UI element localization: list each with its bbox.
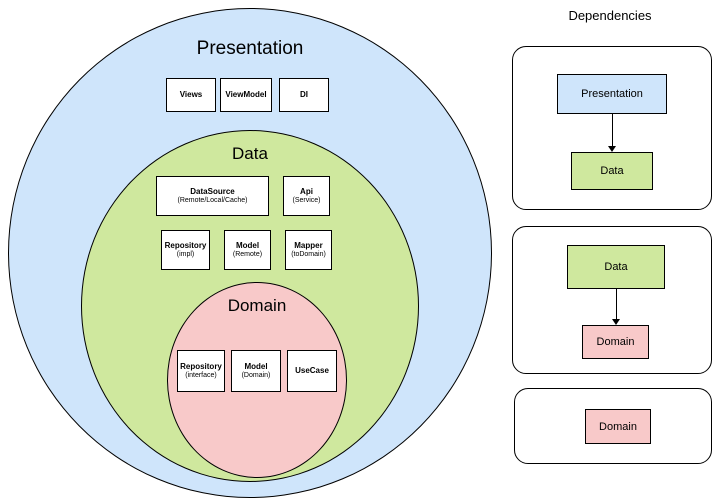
dep-arrowhead-2 xyxy=(612,319,620,325)
model-remote-label: Model xyxy=(235,240,260,250)
model-remote-box: Model (Remote) xyxy=(224,230,271,270)
mapper-box: Mapper (toDomain) xyxy=(285,230,332,270)
dep-node-data-2: Data xyxy=(567,245,665,289)
viewmodel-label: ViewModel xyxy=(225,90,267,99)
dep-node-domain-2: Domain xyxy=(582,325,649,359)
dep-node-data-1: Data xyxy=(571,152,653,190)
dependencies-title: Dependencies xyxy=(568,8,652,23)
di-box: DI xyxy=(279,78,329,112)
data-title: Data xyxy=(232,144,268,163)
dep-node-domain-3: Domain xyxy=(585,409,651,444)
model-domain-box: Model (Domain) xyxy=(231,350,281,392)
dep-arrow-line-1 xyxy=(612,114,613,146)
repository-interface-sub: (interface) xyxy=(185,371,217,379)
dep-node-presentation: Presentation xyxy=(557,74,667,114)
usecase-label: UseCase xyxy=(295,366,329,375)
datasource-box: DataSource (Remote/Local/Cache) xyxy=(156,176,269,216)
usecase-box: UseCase xyxy=(287,350,337,392)
api-sub: (Service) xyxy=(292,196,321,204)
model-remote-sub: (Remote) xyxy=(232,250,263,258)
mapper-label: Mapper xyxy=(294,240,323,250)
repository-impl-sub: (impl) xyxy=(176,250,195,258)
viewmodel-box: ViewModel xyxy=(220,78,272,112)
repository-impl-box: Repository (impl) xyxy=(161,230,210,270)
dep-arrow-line-2 xyxy=(616,289,617,319)
di-label: DI xyxy=(300,90,308,99)
mapper-sub: (toDomain) xyxy=(291,250,326,258)
domain-title: Domain xyxy=(227,296,287,315)
model-domain-sub: (Domain) xyxy=(241,371,271,379)
repository-interface-box: Repository (interface) xyxy=(177,350,225,392)
repository-impl-label: Repository xyxy=(164,240,207,250)
model-domain-label: Model xyxy=(244,361,268,371)
datasource-sub: (Remote/Local/Cache) xyxy=(177,196,248,204)
api-label: Api xyxy=(300,186,313,196)
repository-interface-label: Repository xyxy=(180,361,222,371)
views-label: Views xyxy=(179,90,203,99)
dep-arrowhead-1 xyxy=(608,146,616,152)
api-box: Api (Service) xyxy=(283,176,330,216)
datasource-label: DataSource xyxy=(190,186,235,196)
presentation-title: Presentation xyxy=(196,38,304,59)
views-box: Views xyxy=(166,78,216,112)
